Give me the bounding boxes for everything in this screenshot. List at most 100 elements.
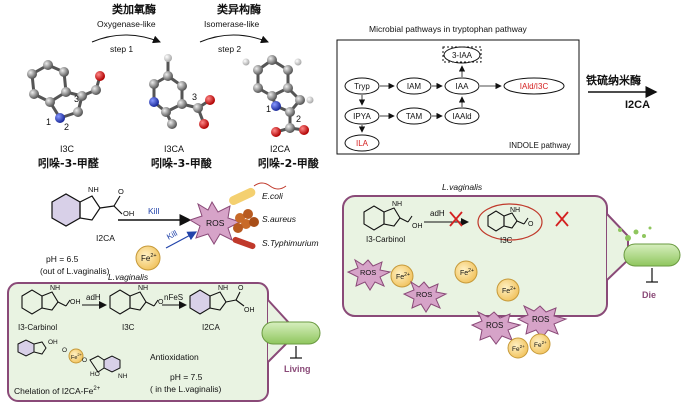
box-i2ca-o: O xyxy=(238,285,244,292)
chelation-label: Chelation of I2CA-Fe2+ xyxy=(14,386,101,396)
i3ca-label: I3CA xyxy=(164,144,184,154)
node-ila xyxy=(344,134,380,152)
box-i2ca-nh: NH xyxy=(218,285,228,292)
right-lv-label: L.vaginalis xyxy=(442,182,483,192)
box-i3c-structure xyxy=(109,289,159,315)
dying-bacterium xyxy=(623,243,681,267)
box-i2ca-structure xyxy=(189,289,245,315)
box-i2ca-oh: OH xyxy=(244,307,255,314)
ros-r1-label: ROS xyxy=(360,268,376,277)
node-iald xyxy=(503,77,565,95)
ros-r2-label: ROS xyxy=(416,290,432,299)
pathway-box xyxy=(336,39,580,155)
i2ca-cn-name: 吲哚-2-甲酸 xyxy=(258,156,320,170)
fe-r2-label: Fe2+ xyxy=(460,268,474,277)
ros-burst-r1 xyxy=(346,258,392,291)
pathway-product: I2CA xyxy=(625,99,650,111)
node-tam-label: TAM xyxy=(406,112,423,121)
right-i3carbinol-structure xyxy=(363,205,413,231)
node-iaa-label: IAA xyxy=(456,82,470,91)
left-i2ca-label: I2CA xyxy=(96,233,115,243)
ph-inside-line2: ( in the L.vaginalis) xyxy=(150,384,222,394)
node-iaa xyxy=(444,77,480,95)
i3c-atoms xyxy=(27,60,105,123)
box-i3carbinol-nh: NH xyxy=(50,285,60,292)
isomerase-cn-label: 类异构酶 xyxy=(217,2,261,16)
ros-r3-label: ROS xyxy=(486,321,503,330)
saureus-label: S.aureus xyxy=(262,214,297,224)
i3c-atom-n2: 2 xyxy=(64,122,69,132)
node-iam-label: IAM xyxy=(407,82,422,91)
node-ipya xyxy=(344,107,380,125)
i3c-circle xyxy=(477,203,543,241)
chelation-nh: NH xyxy=(118,373,128,380)
box-i3carbinol-label: I3-Carbinol xyxy=(18,323,57,332)
node-ipya-label: IPYA xyxy=(353,112,371,121)
i2ca-atom-n2: 2 xyxy=(296,114,301,124)
right-adh-label: adH xyxy=(430,209,445,218)
fe-r4-label: Fe2+ xyxy=(512,344,525,353)
i3ca-cn-name: 吲哚-3-甲酸 xyxy=(151,156,213,170)
right-i3c-label: I3C xyxy=(500,236,513,245)
node-3iaa-box xyxy=(442,46,482,63)
pathway-arrows xyxy=(358,65,502,133)
fe-r5-label: Fe2+ xyxy=(534,340,547,349)
pathway-footer: INDOLE pathway xyxy=(509,141,571,150)
living-cell-box xyxy=(7,282,269,402)
i3ca-atoms xyxy=(149,54,215,129)
right-i3c-structure xyxy=(487,210,529,232)
ros-burst-left xyxy=(188,200,242,245)
enzyme-cn-label: 铁硫纳米酶 xyxy=(586,73,641,87)
ros-left-label: ROS xyxy=(206,218,225,228)
i3c-atom-n1: 1 xyxy=(46,117,51,127)
box-i3c-nh: NH xyxy=(138,285,148,292)
node-iaald-label: IAAld xyxy=(452,112,471,121)
fe-r3-label: Fe2+ xyxy=(502,286,516,295)
i2ca-atom-n1: 1 xyxy=(266,104,271,114)
chelation-fe-label: Fe2+ xyxy=(71,352,83,361)
ros-burst-r2 xyxy=(402,280,448,313)
box-i3c-o: O xyxy=(158,299,164,306)
kill-arrow-2 xyxy=(165,231,198,249)
kill-label-2: Kill xyxy=(165,229,179,242)
ros-r4-label: ROS xyxy=(532,315,549,324)
fe-ion-r2 xyxy=(454,260,478,284)
chelation-o2: O xyxy=(82,357,87,364)
i2ca-nh-label: NH xyxy=(88,185,99,194)
node-tryp xyxy=(344,77,380,95)
oxygenase-like-label: Oxygenase-like xyxy=(97,19,156,29)
i2ca-atoms xyxy=(242,55,314,137)
pathway-title: Microbial pathways in tryptophan pathway xyxy=(369,24,528,34)
box-i2ca-label: I2CA xyxy=(202,323,220,332)
burst-particles xyxy=(618,226,652,241)
chelation-oh2: HO xyxy=(90,371,100,378)
ph-outside-line2: (out of L.vaginalis) xyxy=(40,266,110,276)
box-i3carbinol-structure xyxy=(21,289,71,315)
chelation-oh1: OH xyxy=(48,339,58,346)
styph-label: S.Typhimurium xyxy=(262,238,319,248)
i3c-label: I3C xyxy=(60,144,75,154)
fe-ion-r5 xyxy=(529,333,551,355)
chelation-fe xyxy=(68,348,84,364)
fe-ion-r1 xyxy=(390,264,414,288)
i2ca-oh-label: OH xyxy=(123,209,134,218)
i2ca-o-label: O xyxy=(118,187,124,196)
ros-burst-r3 xyxy=(470,310,522,345)
node-iaald xyxy=(444,107,480,125)
node-tryp-label: Tryp xyxy=(354,82,370,91)
ph-outside-line1: pH = 6.5 xyxy=(46,254,79,264)
node-iam xyxy=(396,77,432,95)
i2ca-structure xyxy=(51,193,123,227)
die-label: Die xyxy=(642,290,656,300)
fe-r1-label: Fe2+ xyxy=(396,272,410,281)
i3c-cn-name: 吲哚-3-甲醛 xyxy=(38,156,100,170)
i2ca-label: I2CA xyxy=(270,144,290,154)
fe-ion-left xyxy=(135,245,161,271)
oxygenase-cn-label: 类加氧酶 xyxy=(112,2,156,16)
antioxidation-label: Antioxidation xyxy=(150,352,199,362)
step2-label: step 2 xyxy=(218,44,241,54)
right-i3c-o: O xyxy=(528,221,534,228)
ecoli-label: E.coli xyxy=(262,191,284,201)
box-adh-label: adH xyxy=(86,293,101,302)
